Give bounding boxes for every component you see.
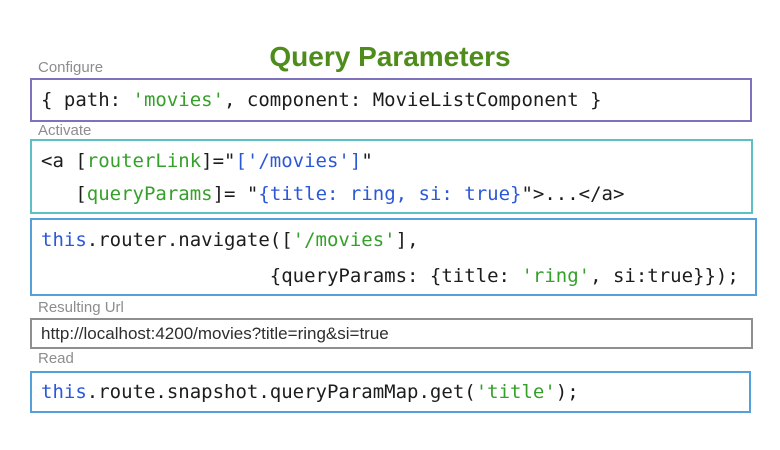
read-code-line: this.route.snapshot.queryParamMap.get('t… [41,381,579,403]
routerlink-code-line-1: <a [routerLink]="['/movies']" [41,150,373,172]
resulting-url-label: Resulting Url [38,299,124,316]
configure-code-box: { path: 'movies', component: MovieListCo… [30,78,752,122]
navigate-code-line-1: this.router.navigate(['/movies'], [41,229,419,251]
configure-label: Configure [38,59,104,76]
navigate-code-box: this.router.navigate(['/movies'], {query… [30,218,757,296]
resulting-url-text: http://localhost:4200/movies?title=ring&… [41,324,389,343]
routerlink-code-line-2: [queryParams]= "{title: ring, si: true}"… [41,183,625,205]
navigate-code-line-2: {queryParams: {title: 'ring', si:true}})… [41,265,739,287]
resulting-url-box: http://localhost:4200/movies?title=ring&… [30,318,753,349]
read-code-box: this.route.snapshot.queryParamMap.get('t… [30,371,751,413]
activate-label: Activate [38,122,92,139]
configure-code-line: { path: 'movies', component: MovieListCo… [41,89,602,111]
page-title: Query Parameters [269,41,511,72]
routerlink-code-box: <a [routerLink]="['/movies']" [queryPara… [30,139,753,214]
read-label: Read [38,350,74,367]
